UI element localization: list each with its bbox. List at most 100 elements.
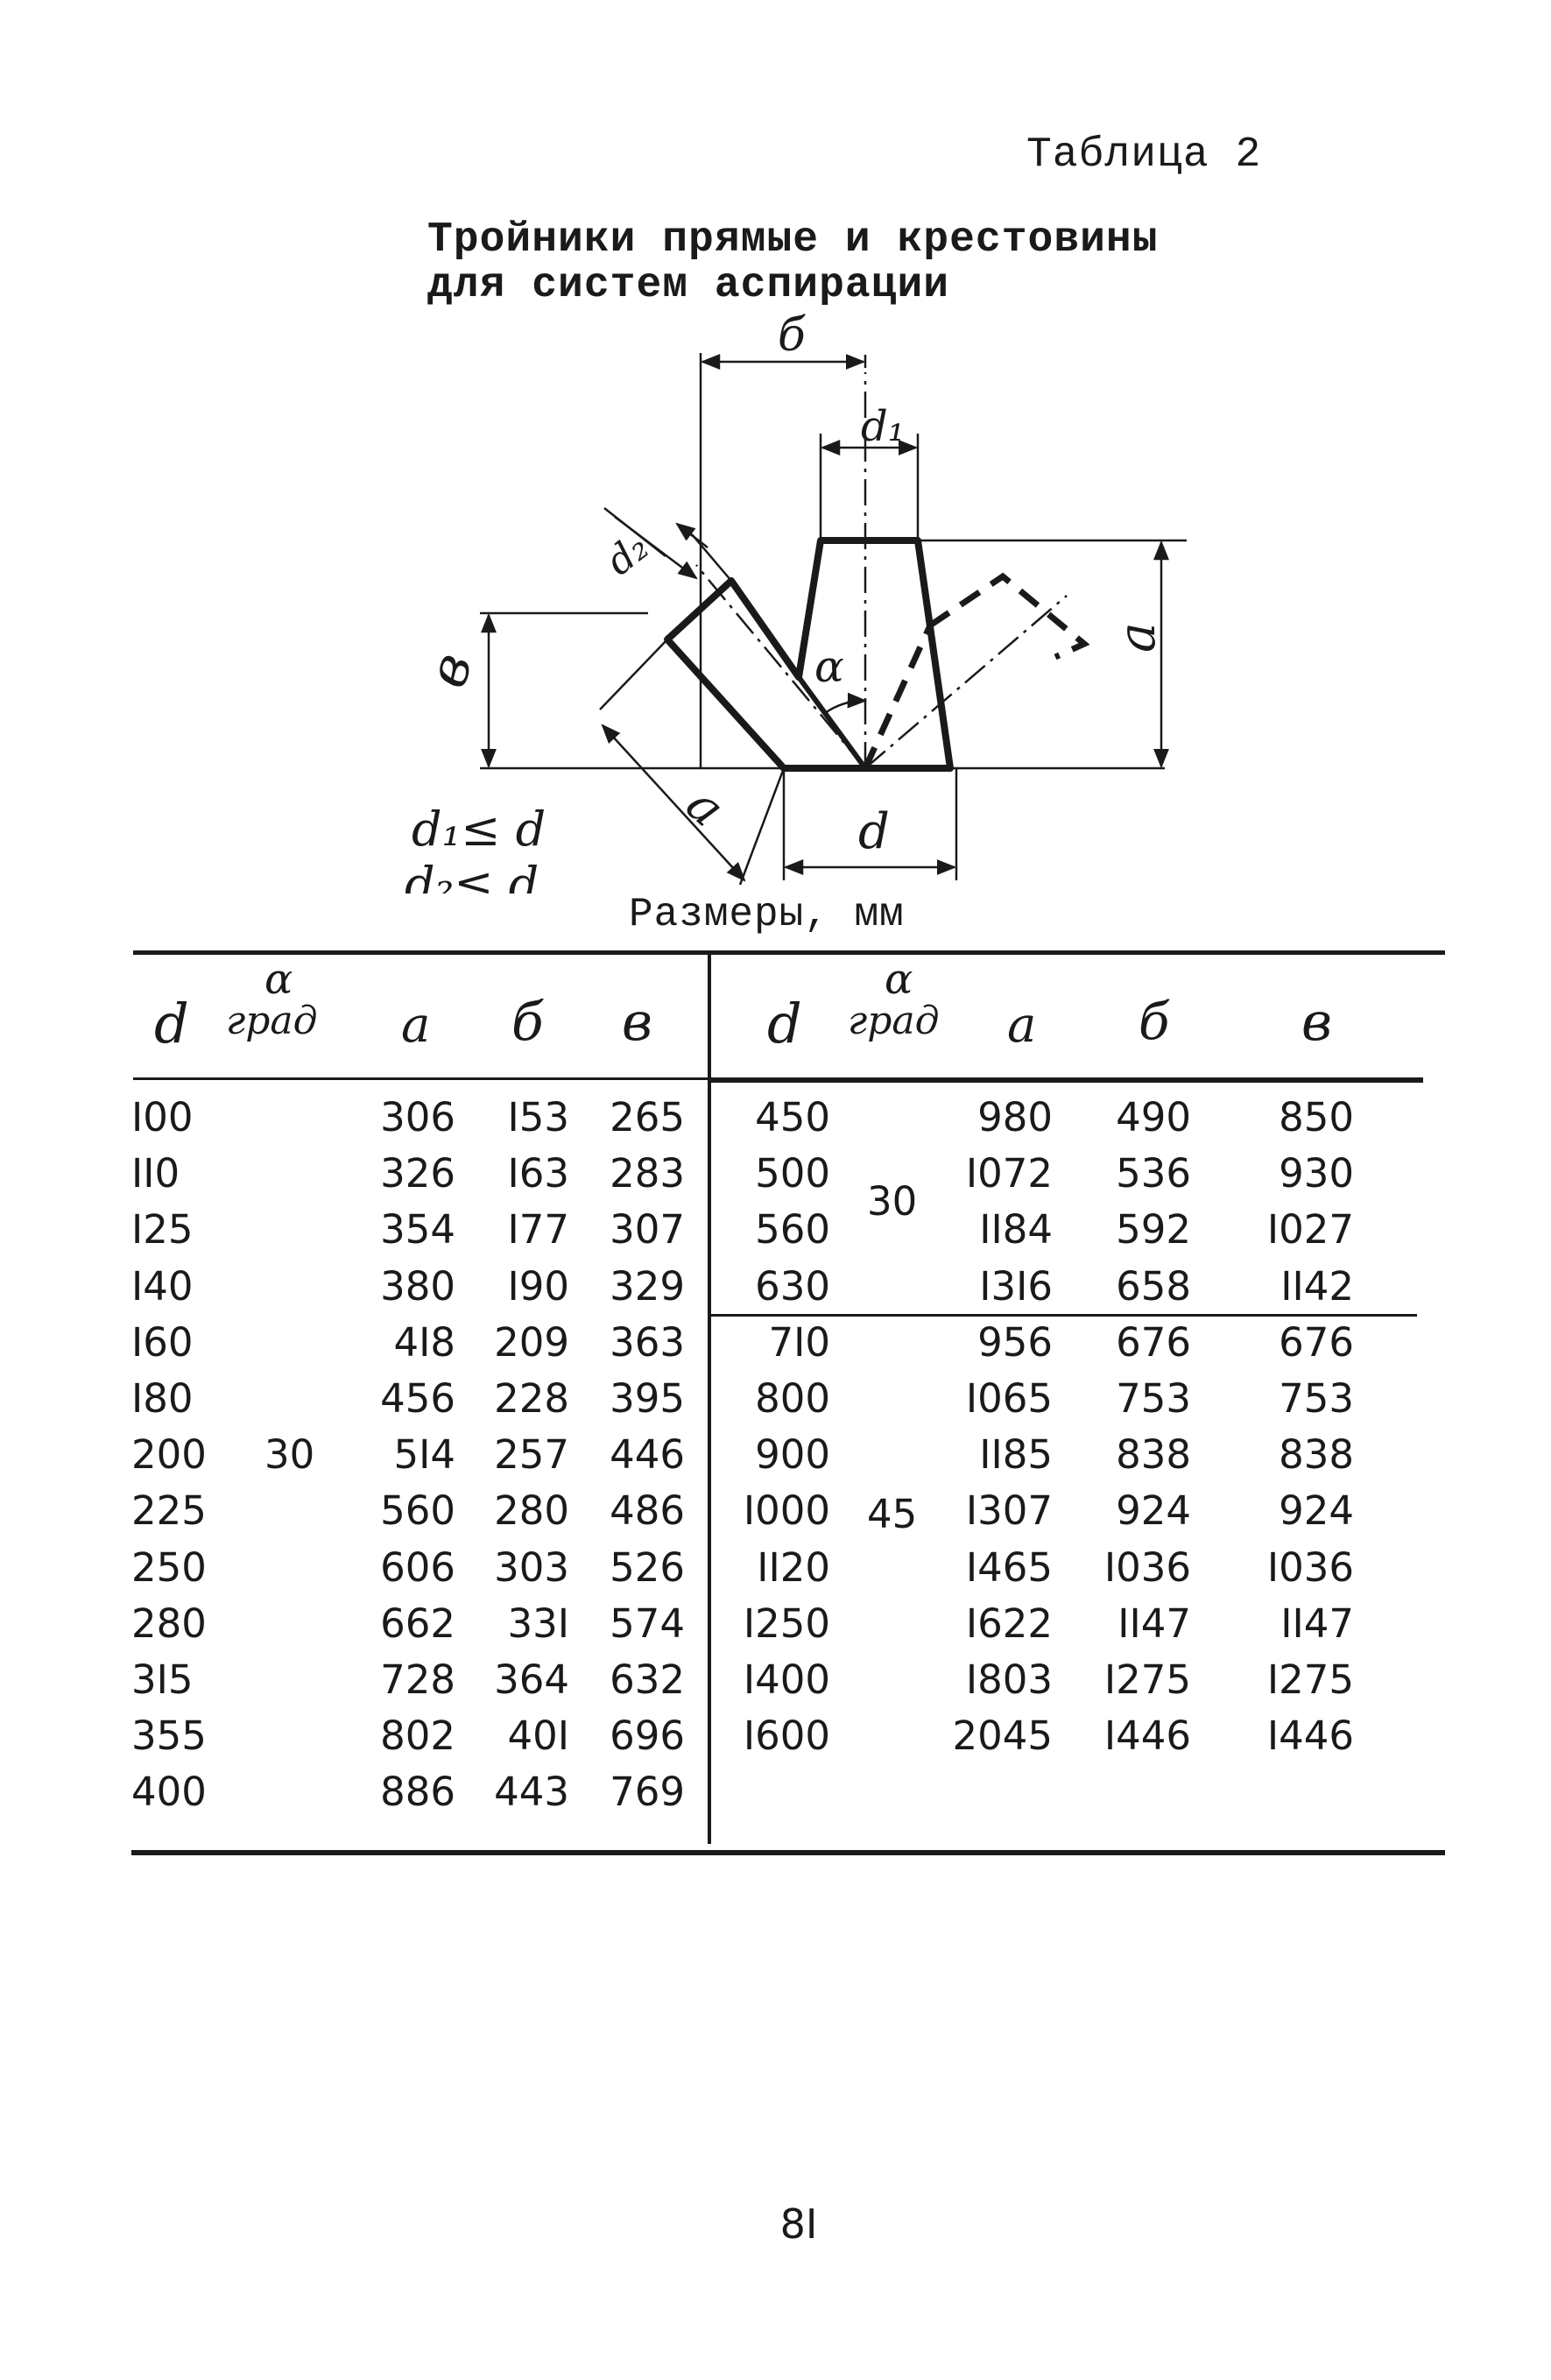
table-cell: I250 <box>743 1600 830 1647</box>
condition-d1: d₁≤ d <box>412 802 546 857</box>
table-cell: 33I <box>507 1600 569 1647</box>
header-rule-right <box>711 1077 1423 1083</box>
table-cell: 560 <box>380 1487 455 1535</box>
table-cell: I25 <box>131 1206 194 1254</box>
label-slant-a: а <box>675 776 735 838</box>
table-cell: 606 <box>380 1543 455 1591</box>
dashed-branch <box>862 572 1090 770</box>
label-bottom-d: d <box>858 803 890 860</box>
fitting-diagram: б d₁ d₂ α а в а d d₁≤ d d₂≤ d <box>405 309 1187 893</box>
table-cell: 228 <box>494 1375 569 1422</box>
alpha-cell-right-30: 30 <box>867 1178 918 1225</box>
header-a-right: а <box>1007 997 1037 1054</box>
table-cell: I000 <box>743 1487 830 1535</box>
table-cell: I465 <box>965 1543 1053 1591</box>
table-cell: 326 <box>380 1150 455 1197</box>
table-cell: I00 <box>131 1094 194 1141</box>
header-alpha-right: α <box>885 955 913 1004</box>
header-d-left: d <box>154 992 189 1056</box>
table-cell: 306 <box>380 1094 455 1141</box>
table-cell: 355 <box>131 1713 207 1760</box>
table-cell: I036 <box>1266 1543 1354 1591</box>
header-a-left: а <box>401 997 431 1054</box>
table-title: Тройники прямые и крестовины для систем … <box>427 217 1159 308</box>
table-cell: 200 <box>131 1431 207 1479</box>
table-cell: 400 <box>131 1769 207 1816</box>
header-d-right: d <box>767 992 802 1056</box>
table-cell: 280 <box>494 1487 569 1535</box>
table-cell: 257 <box>494 1431 569 1479</box>
table-cell: 630 <box>755 1262 830 1310</box>
header-b-small-left: б <box>511 992 544 1053</box>
table-cell: 924 <box>1116 1487 1191 1535</box>
table-cell: 632 <box>610 1656 685 1703</box>
table-cell: 592 <box>1116 1206 1191 1254</box>
table-cell: I072 <box>965 1150 1053 1197</box>
table-cell: I77 <box>507 1206 569 1254</box>
table-cell: I065 <box>965 1375 1053 1422</box>
table-cell: I036 <box>1103 1543 1191 1591</box>
table-cell: 280 <box>131 1600 207 1647</box>
table-cell: 3I5 <box>131 1656 194 1703</box>
dim-slant-a <box>601 724 746 882</box>
angle-arc <box>824 692 868 715</box>
table-cell: 838 <box>1279 1431 1354 1479</box>
header-alpha-unit-right: град <box>848 999 940 1043</box>
table-cell: 354 <box>380 1206 455 1254</box>
table-cell: 560 <box>755 1206 830 1254</box>
table-cell: I027 <box>1266 1206 1354 1254</box>
table-cell: 490 <box>1116 1094 1191 1141</box>
table-cell: 40I <box>507 1713 569 1760</box>
table-cell: 500 <box>755 1150 830 1197</box>
table-cell: I275 <box>1266 1656 1354 1703</box>
title-line-2: для систем аспирации <box>427 262 950 309</box>
table-cell: I600 <box>743 1713 830 1760</box>
header-b-left: в <box>622 992 652 1053</box>
table-cell: I307 <box>965 1487 1053 1535</box>
table-bottom-rule <box>131 1850 1445 1855</box>
table-cell: I400 <box>743 1656 830 1703</box>
table-cell: I275 <box>1103 1656 1191 1703</box>
table-cell: II0 <box>131 1150 180 1197</box>
table-cell: 486 <box>610 1487 685 1535</box>
table-cell: I622 <box>965 1600 1053 1647</box>
table-cell: 225 <box>131 1487 207 1535</box>
table-cell: 250 <box>131 1543 207 1591</box>
label-alpha: α <box>814 641 844 692</box>
header-b-right: в <box>1301 992 1332 1053</box>
table-cell: I446 <box>1103 1713 1191 1760</box>
branch-inner-line <box>796 675 868 770</box>
table-cell: 307 <box>610 1206 685 1254</box>
units-label: Размеры, мм <box>629 892 905 937</box>
table-cell: II84 <box>979 1206 1053 1254</box>
title-line-1: Тройники прямые и крестовины <box>427 216 1159 264</box>
table-cell: 753 <box>1116 1375 1191 1422</box>
condition-d2: d₂≤ d <box>405 857 539 893</box>
table-cell: 886 <box>380 1769 455 1816</box>
table-cell: 769 <box>610 1769 685 1816</box>
table-top-rule <box>133 950 1445 955</box>
table-cell: 658 <box>1116 1262 1191 1310</box>
table-label: Таблица 2 <box>1026 131 1262 179</box>
table-cell: 802 <box>380 1713 455 1760</box>
table-cell: 5I4 <box>393 1431 455 1479</box>
label-top-width: б <box>778 309 806 362</box>
table-cell: 303 <box>494 1543 569 1591</box>
table-cell: 209 <box>494 1318 569 1366</box>
table-cell: 676 <box>1279 1318 1354 1366</box>
table-cell: 363 <box>610 1318 685 1366</box>
group-divider-rule <box>711 1314 1417 1317</box>
alpha-cell-left: 30 <box>264 1431 315 1479</box>
header-rule-left <box>133 1077 711 1080</box>
table-cell: I80 <box>131 1375 194 1422</box>
table-cell: 696 <box>610 1713 685 1760</box>
table-cell: I63 <box>507 1150 569 1197</box>
table-cell: II85 <box>979 1431 1053 1479</box>
table-cell: I90 <box>507 1262 569 1310</box>
table-cell: 329 <box>610 1262 685 1310</box>
table-cell: 456 <box>380 1375 455 1422</box>
table-cell: I60 <box>131 1318 194 1366</box>
page-number: 8I <box>779 2200 818 2248</box>
table-cell: 395 <box>610 1375 685 1422</box>
table-cell: I40 <box>131 1262 194 1310</box>
